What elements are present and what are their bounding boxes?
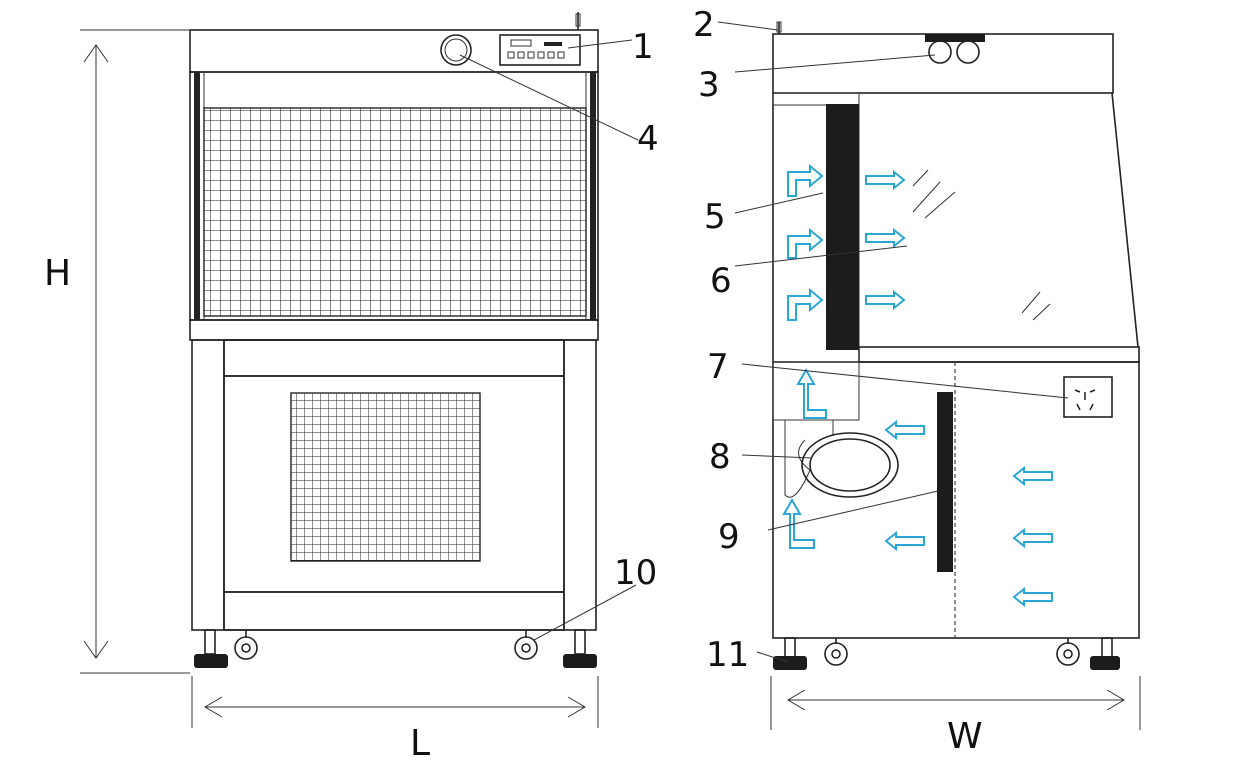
callout-5: 5 — [704, 197, 726, 237]
length-dimension: L — [191, 676, 599, 764]
height-dimension: H — [44, 29, 190, 674]
power-socket — [1063, 376, 1113, 418]
callout-11: 11 — [706, 635, 749, 675]
callout-7: 7 — [707, 347, 729, 387]
callout-10: 10 — [614, 553, 657, 593]
front-view: H L — [44, 12, 639, 764]
side-view: W — [717, 21, 1141, 757]
callout-2: 2 — [693, 5, 715, 45]
control-panel — [499, 34, 581, 66]
width-dimension: W — [770, 676, 1141, 757]
width-label: W — [947, 716, 983, 757]
gauge — [440, 34, 472, 66]
blower — [801, 432, 899, 498]
lower-grille — [290, 392, 481, 562]
callout-9: 9 — [718, 517, 740, 557]
callout-numbers: 1 2 3 4 5 6 7 8 9 10 11 — [614, 5, 749, 675]
callout-3: 3 — [698, 65, 720, 105]
length-label: L — [410, 723, 430, 764]
front-feet — [194, 629, 597, 668]
hepa-filter — [826, 104, 859, 350]
pre-filter — [937, 392, 953, 572]
callout-8: 8 — [709, 437, 731, 477]
front-grille — [203, 107, 587, 317]
airflow-arrows — [782, 163, 1053, 608]
callout-1: 1 — [632, 27, 654, 67]
side-feet — [773, 637, 1120, 670]
height-label: H — [44, 253, 71, 294]
callout-4: 4 — [637, 119, 659, 159]
callout-6: 6 — [710, 261, 732, 301]
